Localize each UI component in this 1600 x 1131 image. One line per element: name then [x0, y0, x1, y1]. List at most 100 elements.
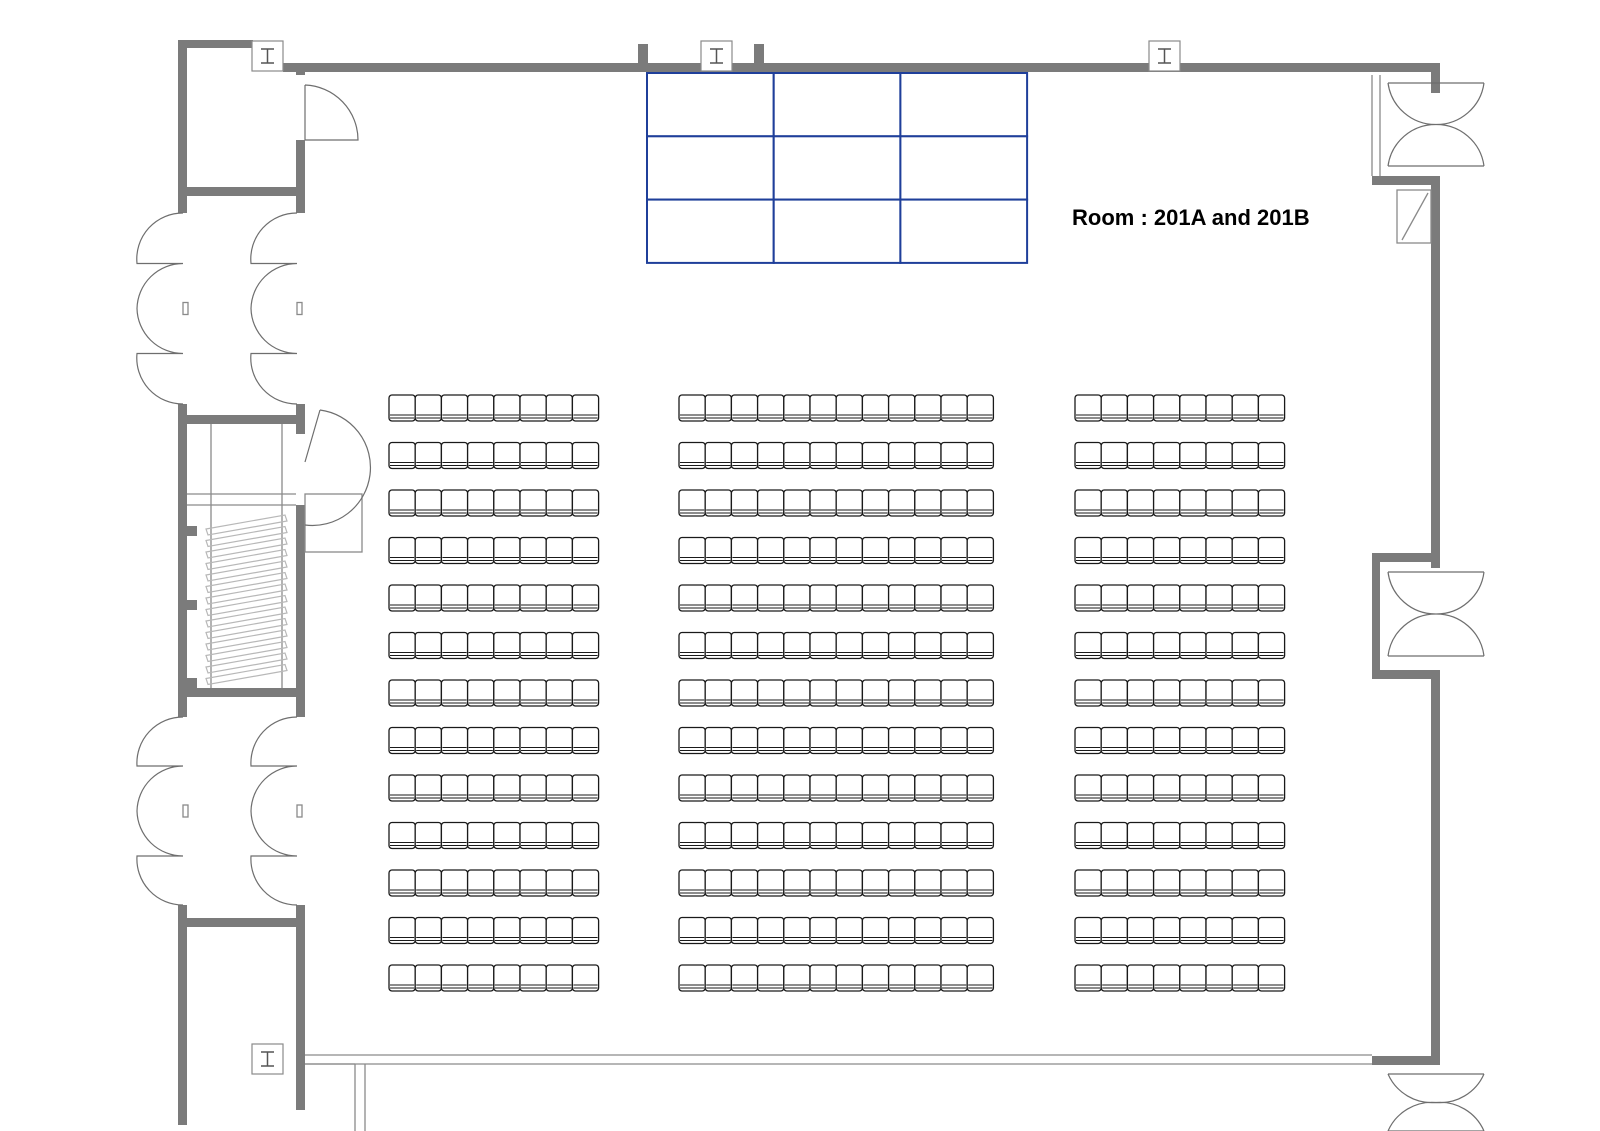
stairs	[205, 514, 288, 686]
seat	[1100, 394, 1129, 422]
seat	[966, 774, 995, 802]
seat	[835, 441, 864, 470]
seat-row-left	[388, 774, 600, 802]
seat	[571, 489, 600, 517]
stage-platform	[646, 72, 1029, 264]
seat	[835, 869, 864, 897]
seat	[519, 774, 547, 802]
seat-row-right	[1074, 964, 1286, 992]
seat	[783, 916, 811, 945]
seat	[756, 441, 785, 470]
seat	[1231, 821, 1260, 850]
seat	[835, 726, 864, 755]
seat	[1257, 631, 1286, 660]
seat	[519, 536, 547, 565]
seat-row-left	[388, 726, 600, 755]
seat	[887, 964, 916, 992]
seat	[966, 964, 995, 992]
seat	[835, 964, 864, 992]
seat	[1205, 441, 1233, 470]
doors	[136, 82, 1485, 1131]
seat	[1205, 394, 1233, 422]
seat	[966, 679, 995, 707]
seat	[466, 489, 495, 517]
seat	[1205, 631, 1233, 660]
seat	[466, 584, 495, 612]
seat	[388, 726, 416, 755]
seat	[966, 869, 995, 897]
seat	[756, 726, 785, 755]
seat-row-right	[1074, 774, 1286, 802]
seat	[1152, 774, 1181, 802]
seat-row-right	[1074, 489, 1286, 517]
seat	[678, 489, 706, 517]
seat	[440, 869, 469, 897]
seat	[783, 726, 811, 755]
stage-panel	[772, 135, 902, 201]
seat	[388, 869, 416, 897]
seat	[1205, 964, 1233, 992]
seat	[1100, 631, 1129, 660]
seat	[1126, 441, 1155, 470]
seat	[545, 394, 574, 422]
seat	[730, 821, 759, 850]
seat	[1074, 964, 1102, 992]
seat	[756, 631, 785, 660]
seat	[1100, 821, 1129, 850]
seat	[940, 916, 968, 945]
seat	[966, 441, 995, 470]
seat	[704, 726, 733, 755]
seat	[388, 631, 416, 660]
seat	[835, 394, 864, 422]
seat	[1257, 726, 1286, 755]
seat	[571, 964, 600, 992]
seat-row-left	[388, 916, 600, 945]
seat	[414, 584, 443, 612]
seat	[1257, 536, 1286, 565]
seat	[519, 726, 547, 755]
seat	[414, 869, 443, 897]
seat	[1257, 964, 1286, 992]
seat	[1152, 536, 1181, 565]
seat	[440, 821, 469, 850]
seat	[1231, 394, 1260, 422]
seat	[1100, 774, 1129, 802]
seat	[887, 774, 916, 802]
seat	[940, 584, 968, 612]
seat	[940, 869, 968, 897]
seat	[519, 394, 547, 422]
seat	[414, 916, 443, 945]
seat	[1205, 489, 1233, 517]
seat	[414, 489, 443, 517]
seat	[914, 441, 942, 470]
seat-row-left	[388, 584, 600, 612]
seat	[678, 631, 706, 660]
seat	[571, 916, 600, 945]
seat	[678, 394, 706, 422]
seat	[466, 821, 495, 850]
seat	[1231, 584, 1260, 612]
seat	[1257, 584, 1286, 612]
seat-row-center	[678, 441, 995, 470]
stair-step	[205, 537, 288, 559]
walls	[178, 40, 1440, 1125]
stair-step	[205, 640, 288, 663]
seat	[940, 441, 968, 470]
seat	[1257, 774, 1286, 802]
seat	[730, 679, 759, 707]
seat	[887, 441, 916, 470]
seat	[545, 536, 574, 565]
seat	[388, 489, 416, 517]
seat	[466, 869, 495, 897]
seat	[730, 726, 759, 755]
seat	[914, 489, 942, 517]
seat	[1126, 584, 1155, 612]
seat	[809, 869, 837, 897]
seat	[571, 821, 600, 850]
seat	[678, 441, 706, 470]
seat	[678, 726, 706, 755]
seat	[887, 394, 916, 422]
seat	[1231, 916, 1260, 945]
seat	[1257, 441, 1286, 470]
